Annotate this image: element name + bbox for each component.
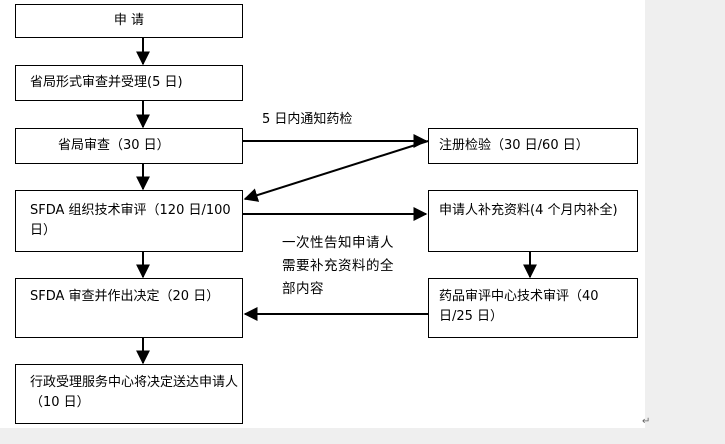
- node-service-center: 行政受理服务中心将决定送达申请人（10 日）: [15, 364, 243, 424]
- node-sfda-tech-review: SFDA 组织技术审评（120 日/100 日）: [15, 190, 243, 252]
- node-drug-eval-center: 药品审评中心技术审评（40 日/25 日）: [428, 278, 638, 338]
- node-apply: 申 请: [15, 4, 243, 38]
- node-sfda-decision: SFDA 审查并作出决定（20 日）: [15, 278, 243, 338]
- arrow-registration-to-tech: [243, 140, 429, 202]
- background-strip-bottom: [0, 428, 725, 444]
- background-strip-right: [645, 0, 725, 444]
- node-supplement: 申请人补充资料(4 个月内补全): [428, 190, 638, 252]
- node-provincial-review: 省局审查（30 日）: [15, 128, 243, 164]
- edge-label-notify-supplement: 一次性告知申请人需要补充资料的全部内容: [282, 235, 394, 297]
- node-provincial-accept: 省局形式审查并受理(5 日): [15, 65, 243, 101]
- page-mark: ↵: [642, 416, 651, 427]
- node-registration-test: 注册检验（30 日/60 日）: [428, 128, 638, 164]
- edge-label-notify-test: 5 日内通知药检: [262, 112, 353, 127]
